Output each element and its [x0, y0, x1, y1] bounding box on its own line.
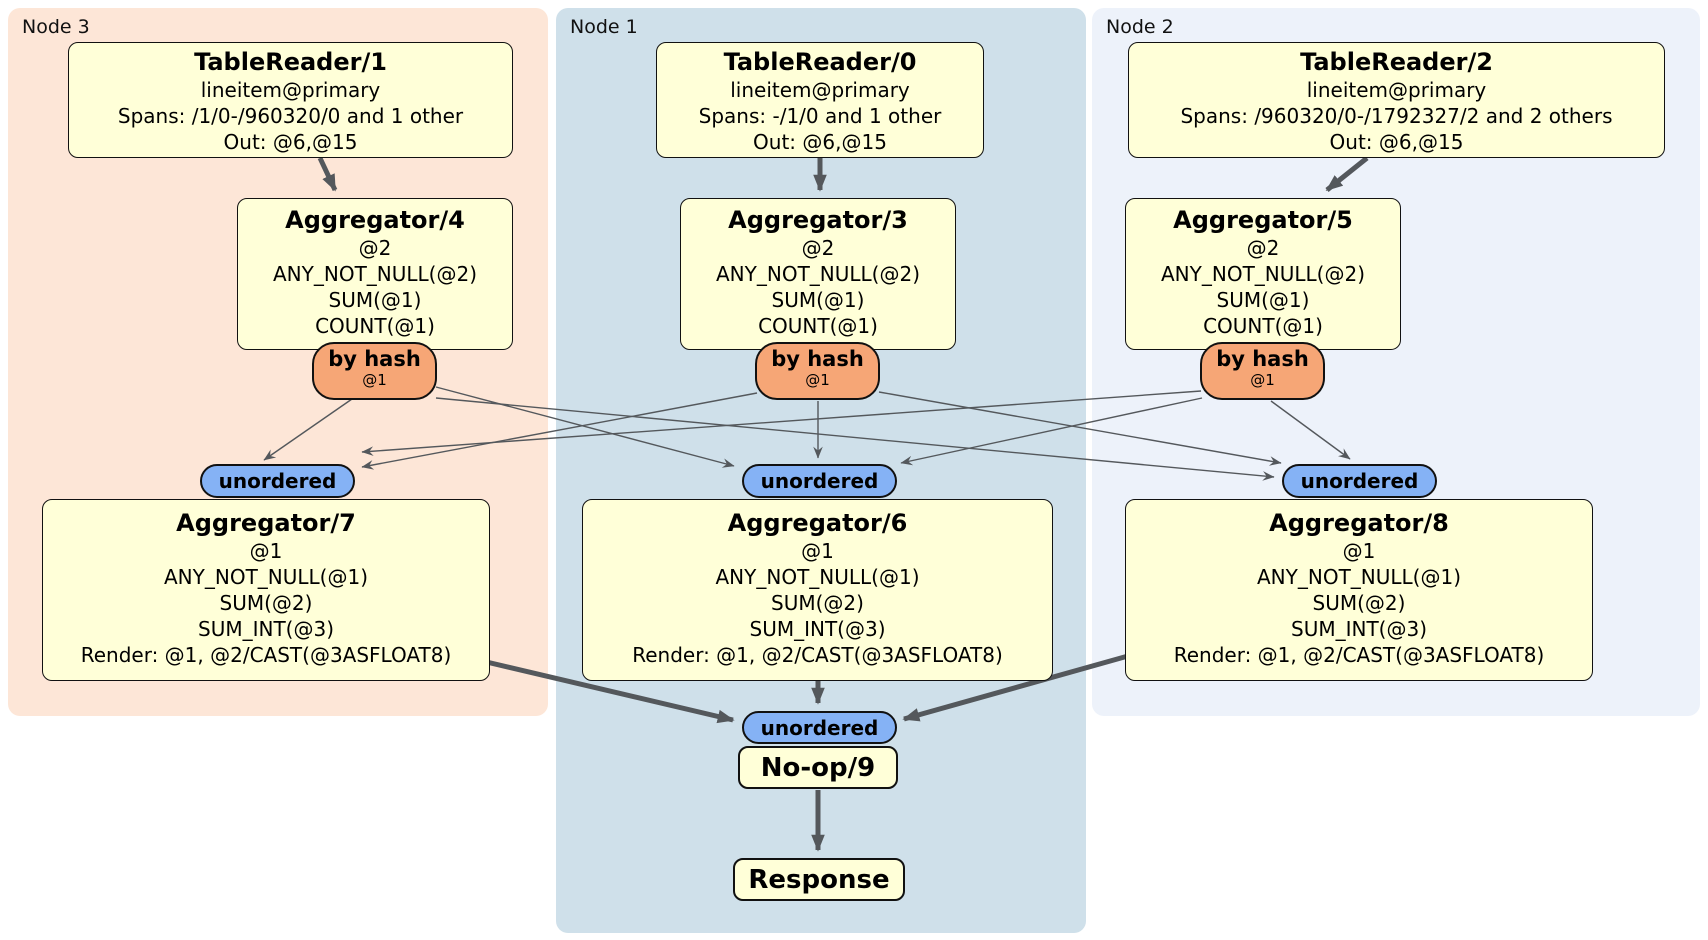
router-label: by hash — [328, 347, 421, 371]
processor-aggregator-4: Aggregator/4 @2 ANY_NOT_NULL(@2) SUM(@1)… — [237, 198, 513, 350]
processor-detail: @2 — [358, 236, 392, 260]
processor-detail: Out: @6,@15 — [1329, 130, 1464, 154]
processor-detail: SUM_INT(@3) — [1291, 617, 1427, 641]
processor-detail: ANY_NOT_NULL(@1) — [164, 565, 368, 589]
processor-title: Aggregator/5 — [1173, 206, 1353, 234]
processor-detail: SUM(@1) — [1216, 288, 1310, 312]
processor-detail: Spans: /1/0-/960320/0 and 1 other — [117, 104, 464, 128]
panel-node2-label: Node 2 — [1106, 16, 1174, 38]
processor-detail: COUNT(@1) — [758, 314, 878, 338]
processor-title: TableReader/2 — [1300, 48, 1493, 76]
processor-detail: Render: @1, @2/CAST(@3ASFLOAT8) — [80, 643, 452, 667]
processor-title: Aggregator/8 — [1269, 509, 1449, 537]
processor-detail: SUM(@1) — [771, 288, 865, 312]
processor-title: Aggregator/3 — [728, 206, 908, 234]
processor-detail: ANY_NOT_NULL(@2) — [1161, 262, 1365, 286]
processor-detail: SUM_INT(@3) — [749, 617, 886, 641]
processor-detail: ANY_NOT_NULL(@2) — [273, 262, 477, 286]
sync-unordered-node1: unordered — [742, 464, 897, 498]
processor-detail: @1 — [249, 539, 283, 563]
processor-detail: ANY_NOT_NULL(@2) — [716, 262, 920, 286]
panel-node3-label: Node 3 — [22, 16, 90, 38]
router-label: by hash — [1216, 347, 1309, 371]
processor-detail: Render: @1, @2/CAST(@3ASFLOAT8) — [632, 643, 1003, 667]
processor-title: Aggregator/6 — [727, 509, 908, 537]
panel-node1-label: Node 1 — [570, 16, 638, 38]
edge-agg7-unordered-final — [477, 657, 735, 724]
processor-detail: lineitem@primary — [730, 78, 910, 102]
processor-detail: @2 — [1246, 236, 1280, 260]
processor-detail: COUNT(@1) — [1203, 314, 1323, 338]
edge-byhash3-uo3 — [263, 398, 353, 461]
processor-detail: Render: @1, @2/CAST(@3ASFLOAT8) — [1173, 643, 1545, 667]
sync-unordered-final: unordered — [742, 711, 897, 744]
processor-aggregator-5: Aggregator/5 @2 ANY_NOT_NULL(@2) SUM(@1)… — [1125, 198, 1401, 350]
processor-title: Aggregator/7 — [176, 509, 356, 537]
processor-detail: lineitem@primary — [200, 78, 381, 102]
processor-aggregator-3: Aggregator/3 @2 ANY_NOT_NULL(@2) SUM(@1)… — [680, 198, 956, 350]
edge-agg8-unordered-final — [902, 653, 1129, 722]
processor-tablereader-0: TableReader/0 lineitem@primary Spans: -/… — [656, 42, 984, 158]
processor-detail: @2 — [801, 236, 835, 260]
edge-byhash2-uo2 — [1270, 400, 1351, 460]
edge-byhash3-uo1 — [435, 386, 735, 468]
processor-title: Aggregator/4 — [285, 206, 465, 234]
processor-detail: Out: @6,@15 — [223, 130, 358, 154]
processor-detail: COUNT(@1) — [315, 314, 435, 338]
processor-detail: ANY_NOT_NULL(@1) — [715, 565, 920, 589]
processor-detail: Out: @6,@15 — [753, 130, 887, 154]
processor-noop: No-op/9 — [738, 746, 898, 789]
router-by-hash-node1: by hash @1 — [755, 342, 880, 400]
sync-unordered-node2: unordered — [1282, 464, 1437, 498]
processor-title: TableReader/0 — [723, 48, 917, 76]
edge-byhash3-uo2 — [435, 397, 1275, 481]
processor-detail: SUM(@2) — [219, 591, 313, 615]
router-by-hash-node3: by hash @1 — [312, 342, 437, 400]
router-columns: @1 — [362, 371, 387, 389]
processor-tablereader-1: TableReader/1 lineitem@primary Spans: /1… — [68, 42, 513, 158]
processor-detail: @1 — [1342, 539, 1376, 563]
processor-aggregator-6: Aggregator/6 @1 ANY_NOT_NULL(@1) SUM(@2)… — [582, 499, 1053, 681]
processor-detail: ANY_NOT_NULL(@1) — [1257, 565, 1461, 589]
processor-detail: Spans: -/1/0 and 1 other — [698, 104, 942, 128]
edge-byhash1-uo3 — [361, 392, 758, 470]
edge-byhash2-uo3 — [361, 390, 1202, 456]
processor-detail: SUM(@2) — [771, 591, 864, 615]
processor-detail: Spans: /960320/0-/1792327/2 and 2 others — [1180, 104, 1613, 128]
processor-detail: SUM_INT(@3) — [198, 617, 334, 641]
processor-detail: @1 — [801, 539, 834, 563]
processor-title: TableReader/1 — [194, 48, 387, 76]
edge-byhash1-uo2 — [878, 391, 1282, 466]
sync-unordered-node3: unordered — [200, 464, 355, 498]
processor-detail: SUM(@2) — [1312, 591, 1406, 615]
router-columns: @1 — [805, 371, 830, 389]
processor-detail: SUM(@1) — [328, 288, 422, 312]
edge-tr2-agg5 — [1325, 156, 1369, 192]
router-label: by hash — [771, 347, 864, 371]
processor-detail: lineitem@primary — [1306, 78, 1487, 102]
processor-aggregator-7: Aggregator/7 @1 ANY_NOT_NULL(@1) SUM(@2)… — [42, 499, 490, 681]
edge-byhash2-uo1 — [900, 397, 1203, 466]
router-columns: @1 — [1250, 371, 1275, 389]
router-by-hash-node2: by hash @1 — [1200, 342, 1325, 400]
edge-tr1-agg4 — [317, 156, 338, 192]
response-node: Response — [733, 858, 905, 901]
processor-aggregator-8: Aggregator/8 @1 ANY_NOT_NULL(@1) SUM(@2)… — [1125, 499, 1593, 681]
processor-tablereader-2: TableReader/2 lineitem@primary Spans: /9… — [1128, 42, 1665, 158]
